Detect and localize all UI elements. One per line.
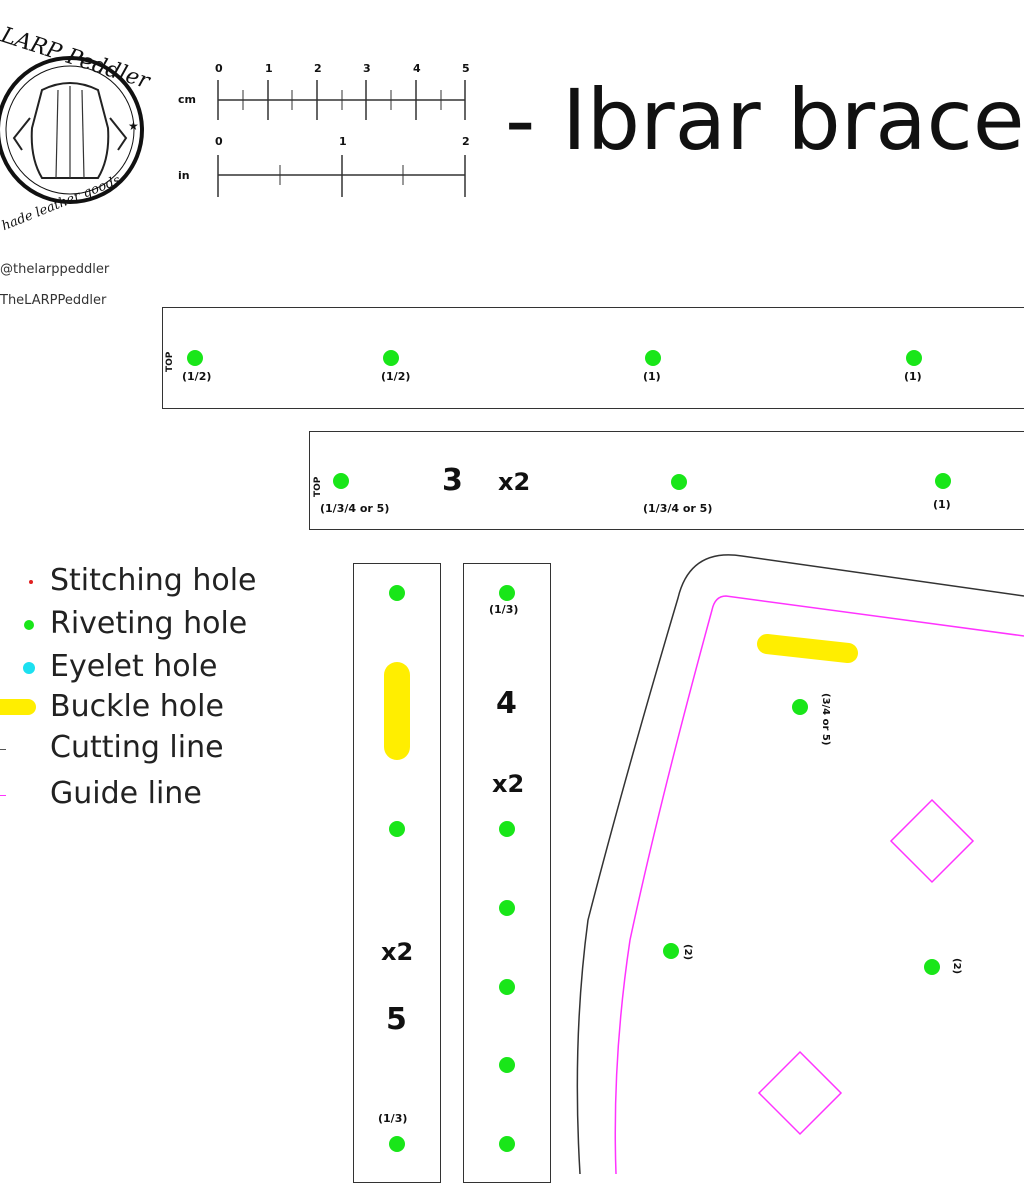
riveting-hole (671, 474, 687, 490)
riveting-hole (663, 943, 679, 959)
riveting-hole (499, 979, 515, 995)
main-bracer-piece (576, 554, 1024, 1174)
riveting-hole (935, 473, 951, 489)
riveting-hole (383, 350, 399, 366)
legend-buckle-hole: Buckle hole (50, 689, 224, 724)
main-hole-label-right: (2) (951, 958, 962, 975)
in-label: in (178, 169, 190, 182)
legend-eyelet-hole: Eyelet hole (50, 649, 218, 684)
riveting-hole (389, 821, 405, 837)
main-hole-label-top: (3/4 or 5) (820, 693, 831, 746)
cm-label: cm (178, 93, 196, 106)
strip1-hole-label-3: (1) (643, 370, 661, 383)
piece-number-5: 5 (386, 1002, 407, 1037)
strip1-hole-label-2: (1/2) (381, 370, 411, 383)
strip1-top-label: TOP (165, 351, 175, 372)
legend-cutting-line: Cutting line (50, 730, 224, 765)
cutting-line-swatch (0, 749, 6, 750)
page-title: - Ibrar bracer (505, 71, 1024, 169)
riveting-hole (389, 585, 405, 601)
buckle-hole (384, 662, 410, 760)
in-tick-1: 1 (339, 135, 347, 148)
strip1-hole-label-1: (1/2) (182, 370, 212, 383)
riveting-hole (389, 1136, 405, 1152)
riveting-hole (645, 350, 661, 366)
riveting-hole (906, 350, 922, 366)
svg-text:★: ★ (128, 119, 139, 133)
stitching-hole-swatch (29, 580, 33, 584)
riveting-hole (499, 821, 515, 837)
piece-count-3: x2 (498, 468, 531, 496)
cm-tick-0: 0 (215, 62, 223, 75)
in-tick-0: 0 (215, 135, 223, 148)
cm-tick-2: 2 (314, 62, 322, 75)
buckle-hole (757, 634, 858, 663)
legend-stitching-hole: Stitching hole (50, 563, 257, 598)
riveting-hole (187, 350, 203, 366)
guide-diamond (889, 798, 975, 884)
riveting-hole (792, 699, 808, 715)
piece4-hole-label: (1/3) (489, 603, 519, 616)
piece-number-4: 4 (496, 686, 517, 721)
scale-ruler: cm in 0 1 2 3 4 5 0 1 2 (170, 55, 480, 215)
piece-count-4: x2 (492, 770, 525, 798)
piece5-hole-label: (1/3) (378, 1112, 408, 1125)
strip1-hole-label-4: (1) (904, 370, 922, 383)
riveting-hole-swatch (24, 620, 34, 630)
pattern-strip-3 (309, 431, 1024, 530)
in-tick-2: 2 (462, 135, 470, 148)
buckle-hole-swatch (0, 699, 36, 715)
legend-riveting-hole: Riveting hole (50, 606, 248, 641)
cm-tick-1: 1 (265, 62, 273, 75)
social-instagram: @thelarppeddler (0, 262, 110, 277)
guide-diamond (757, 1050, 843, 1136)
pattern-piece-4 (463, 563, 551, 1183)
riveting-hole (333, 473, 349, 489)
riveting-hole (499, 1057, 515, 1073)
pattern-piece-5 (353, 563, 441, 1183)
piece-count-5: x2 (381, 938, 414, 966)
strip2-hole-label-3: (1) (933, 498, 951, 511)
riveting-hole (499, 585, 515, 601)
legend-guide-line: Guide line (50, 776, 202, 811)
pattern-strip-1 (162, 307, 1024, 409)
strip2-hole-label-1: (1/3/4 or 5) (320, 502, 390, 515)
riveting-hole (924, 959, 940, 975)
riveting-hole (499, 1136, 515, 1152)
main-hole-label-left: (2) (682, 944, 693, 961)
cm-tick-4: 4 (413, 62, 421, 75)
riveting-hole (499, 900, 515, 916)
strip2-top-label: TOP (313, 476, 323, 497)
piece-number-3: 3 (442, 463, 463, 498)
cm-tick-5: 5 (462, 62, 470, 75)
guide-line-swatch (0, 795, 6, 796)
strip2-hole-label-2: (1/3/4 or 5) (643, 502, 713, 515)
cm-tick-3: 3 (363, 62, 371, 75)
eyelet-hole-swatch (23, 662, 35, 674)
social-facebook: TheLARPPeddler (0, 293, 107, 308)
logo: ★ LARP Peddler hade leather goods (0, 23, 153, 234)
